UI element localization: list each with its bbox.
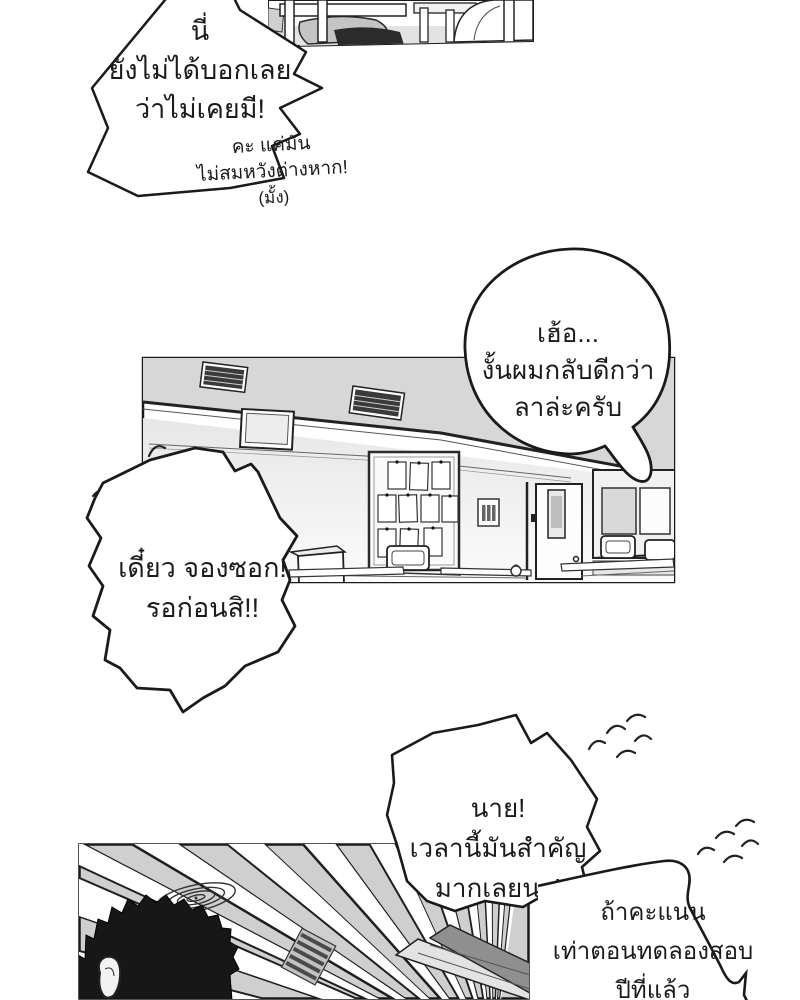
- bubble-line: ลาล่ะครับ: [513, 392, 623, 422]
- bubble-text-shout-left: เดี๋ยว จองซอก! รอก่อนสิ!!: [95, 548, 310, 628]
- bubble-line: ว่าไม่เคยมี!: [134, 94, 266, 124]
- ear: [97, 955, 122, 999]
- bubble-text-trail-bottom: ถ้าคะแนน เท่าตอนทดลองสอบ ปีที่แล้ว: [548, 893, 758, 1000]
- bubble-line: ถ้าคะแนน: [600, 899, 706, 926]
- speech-bubble-sigh: [463, 247, 672, 483]
- bubble-line: นาย!: [470, 793, 526, 823]
- sweat-drops-icon: [696, 818, 760, 864]
- dark-blade-shape: [394, 924, 529, 999]
- panel-speedlines-ceiling: [78, 843, 530, 1000]
- panel-top-classroom-desks: [268, 0, 534, 80]
- bubble-line: นี่: [190, 16, 210, 46]
- ceiling-vent: [348, 385, 406, 421]
- bubble-text-sigh: เฮ้อ... งั้นผมกลับดีกว่า ลาล่ะครับ: [468, 315, 668, 426]
- speech-bubble-shout-top: [86, 0, 324, 198]
- character-head: [79, 894, 240, 999]
- wall-poster: [477, 498, 500, 527]
- bubble-line: เท่าตอนทดลองสอบ: [552, 938, 754, 965]
- classroom-desks: [200, 535, 674, 582]
- bubble-line: เดี๋ยว จองซอก!: [118, 553, 287, 583]
- ceiling-vent: [199, 361, 249, 394]
- bulletin-board: [367, 450, 461, 572]
- ceiling-vent: [280, 927, 337, 986]
- wall-tv: [238, 407, 295, 451]
- bubble-line: ยังไม่ได้บอกเลย: [108, 55, 292, 85]
- bubble-line: งั้นผมกลับดีกว่า: [481, 355, 655, 385]
- speech-bubble-shout-left: [85, 446, 299, 714]
- speech-bubble-trail-bottom: [538, 859, 748, 1000]
- bubble-text-shout-top: นี่ ยังไม่ได้บอกเลย ว่าไม่เคยมี!: [95, 12, 305, 129]
- sweat-drops-icon: [587, 713, 653, 759]
- bubble-line: ปีที่แล้ว: [615, 977, 691, 1000]
- top-panel-art: [268, 0, 533, 46]
- handwritten-aside: คะ แค่มัน ไม่สมหวังต่างหาก! (มั้ง): [188, 129, 357, 216]
- bubble-line: รอก่อนสิ!!: [145, 593, 260, 623]
- bubble-line: เฮ้อ...: [536, 318, 600, 348]
- bubble-line: เวลานี้มันสำคัญ: [409, 833, 587, 863]
